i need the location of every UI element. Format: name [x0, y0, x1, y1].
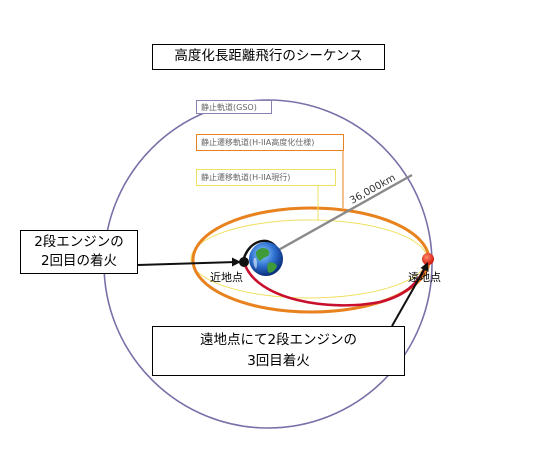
pointer-second-burn-arrowhead: [232, 257, 241, 267]
legend-upgraded-transfer-orbit: 静止遷移軌道(H-IIA高度化仕様): [196, 134, 344, 151]
apogee-label: 遠地点: [408, 271, 441, 284]
pointer-third-burn: [391, 267, 426, 327]
callout-second-burn: 2段エンジンの 2回目の着火: [20, 230, 138, 274]
earth-icon: [249, 242, 283, 276]
callout-third-burn: 遠地点にて2段エンジンの 3回目着火: [152, 326, 405, 376]
altitude-radius-line: [265, 173, 413, 259]
callout-second-burn-line1: 2段エンジンの: [34, 234, 124, 250]
perigee-point: [239, 257, 249, 267]
callout-third-burn-line2: 3回目着火: [247, 353, 310, 369]
apogee-point: [422, 253, 434, 265]
perigee-label: 近地点: [210, 271, 243, 284]
legend-geo-orbit: 静止軌道(GSO): [196, 100, 272, 114]
pointer-second-burn: [137, 261, 237, 266]
callout-third-burn-line1: 遠地点にて2段エンジンの: [199, 332, 358, 348]
altitude-label: 36,000km: [348, 173, 398, 207]
diagram-title: 高度化長距離飛行のシーケンス: [152, 44, 385, 70]
pointer-third-burn-arrowhead: [420, 262, 429, 272]
callout-second-burn-line2: 2回目の着火: [40, 253, 118, 269]
legend-current-transfer-orbit: 静止遷移軌道(H-IIA現行): [196, 169, 336, 186]
